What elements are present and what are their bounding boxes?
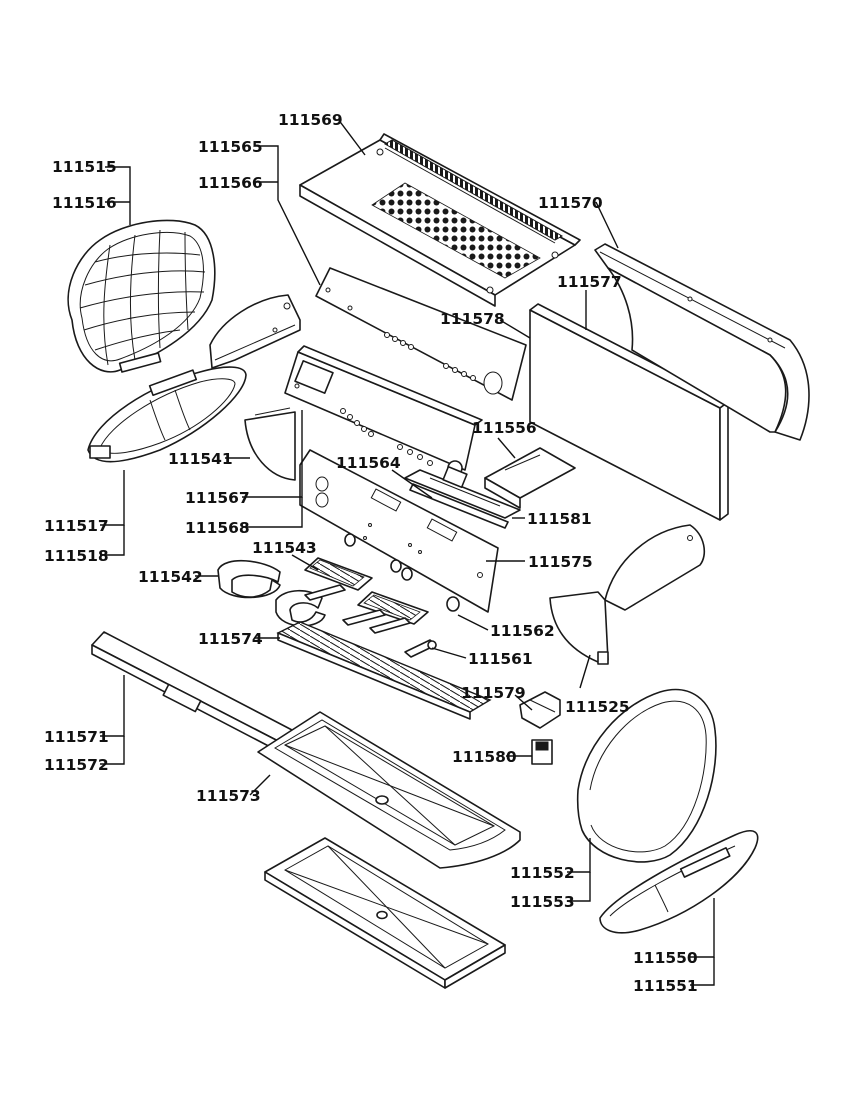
label-111556: 111556 xyxy=(472,419,537,437)
label-111542: 111542 xyxy=(138,568,203,586)
small-end-shield xyxy=(244,407,296,481)
label-111575: 111575 xyxy=(528,553,593,571)
clip-bracket xyxy=(217,559,281,599)
label-111515: 111515 xyxy=(52,158,117,176)
label-111577: 111577 xyxy=(557,273,622,291)
curved-rear-shell xyxy=(594,243,810,441)
label-111550: 111550 xyxy=(633,949,698,967)
label-111572: 111572 xyxy=(44,756,109,774)
label-111570: 111570 xyxy=(538,194,603,212)
label-111552: 111552 xyxy=(510,864,575,882)
label-111579: 111579 xyxy=(461,684,526,702)
label-111571: 111571 xyxy=(44,728,109,746)
long-front-rail xyxy=(91,631,293,753)
label-111543: 111543 xyxy=(252,539,317,557)
label-111580: 111580 xyxy=(452,748,517,766)
lamp-socket xyxy=(404,639,437,658)
label-111525: 111525 xyxy=(565,698,630,716)
front-label-panel xyxy=(315,267,527,401)
label-111517: 111517 xyxy=(44,517,109,535)
label-111567: 111567 xyxy=(185,489,250,507)
lamp-grill-holders xyxy=(304,557,429,634)
knobs xyxy=(344,533,460,612)
lamp-bracket-rail xyxy=(404,465,521,529)
label-111568: 111568 xyxy=(185,519,250,537)
label-111564: 111564 xyxy=(336,454,401,472)
label-111574: 111574 xyxy=(198,630,263,648)
label-111541: 111541 xyxy=(168,450,233,468)
lamp-grid xyxy=(276,621,492,720)
label-111562: 111562 xyxy=(490,622,555,640)
label-111569: 111569 xyxy=(278,111,343,129)
control-panel-housing xyxy=(284,345,483,476)
right-base-tray xyxy=(599,830,759,934)
lower-tray xyxy=(257,711,521,869)
right-end-bracket xyxy=(549,524,706,665)
label-111516: 111516 xyxy=(52,194,117,212)
label-111553: 111553 xyxy=(510,893,575,911)
label-111566: 111566 xyxy=(198,174,263,192)
left-end-bracket xyxy=(209,294,301,369)
label-111518: 111518 xyxy=(44,547,109,565)
part-labels: 111515 111516 111565 111566 111569 11157… xyxy=(44,111,698,995)
connector-block xyxy=(519,691,561,765)
right-side-cover xyxy=(576,688,717,863)
top-perforated-panel xyxy=(299,133,581,307)
label-111581: 111581 xyxy=(527,510,592,528)
left-side-grille-cover xyxy=(67,219,216,373)
label-111561: 111561 xyxy=(468,650,533,668)
mounting-bracket-small xyxy=(484,447,576,509)
label-111573: 111573 xyxy=(196,787,261,805)
left-base-tray xyxy=(87,366,247,463)
leader-lines xyxy=(100,118,715,986)
main-back-panel xyxy=(299,449,499,613)
label-111565: 111565 xyxy=(198,138,263,156)
label-111578: 111578 xyxy=(440,310,505,328)
large-reflector-panel xyxy=(529,303,729,521)
label-111551: 111551 xyxy=(633,977,698,995)
bottom-base-pan xyxy=(264,837,506,989)
